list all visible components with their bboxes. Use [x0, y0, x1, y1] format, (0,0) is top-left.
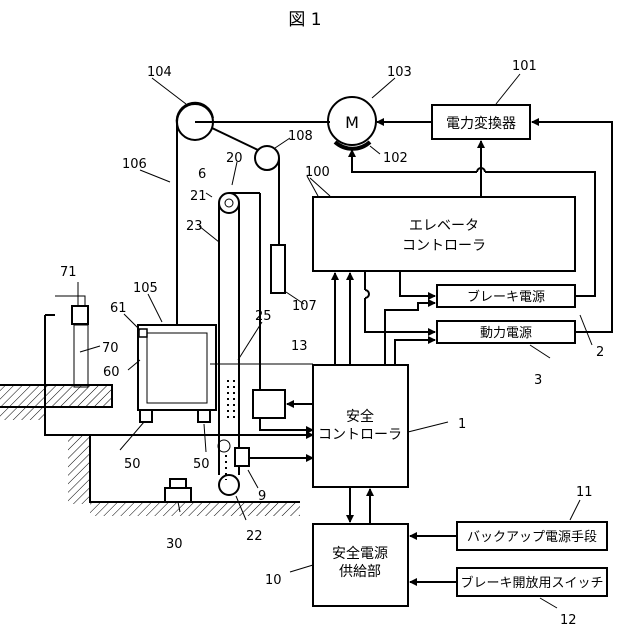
brake-release-switch-label: ブレーキ開放用スイッチ	[460, 575, 603, 591]
ref-6: 6	[198, 167, 206, 182]
ref-2: 2	[596, 345, 604, 360]
motor-label: M	[345, 113, 359, 132]
power-converter-label: 電力変換器	[446, 115, 516, 132]
motive-power-label: 動力電源	[480, 326, 532, 341]
car-safety-gear-right	[198, 410, 210, 422]
ref-105: 105	[133, 281, 158, 296]
ref-101: 101	[512, 59, 537, 74]
car-safety-gear-left	[140, 410, 152, 422]
ref-1: 1	[458, 417, 466, 432]
elevator-controller-label-1: エレベータ	[409, 218, 479, 234]
ref-71: 71	[60, 265, 77, 280]
ref-30: 30	[166, 537, 183, 552]
ref-23: 23	[186, 219, 203, 234]
ref-13: 13	[291, 339, 308, 354]
ref-21: 21	[190, 189, 207, 204]
landing-door-sensor	[72, 306, 88, 324]
ref-108: 108	[288, 129, 313, 144]
equipment-13	[253, 390, 285, 418]
elevator-car	[138, 325, 216, 410]
ref-20: 20	[226, 151, 243, 166]
ref-104: 104	[147, 65, 172, 80]
ref-12: 12	[560, 613, 577, 628]
ref-9: 9	[258, 489, 266, 504]
pit-sensor	[235, 448, 249, 466]
ref-60: 60	[103, 365, 120, 380]
brake-power-label: ブレーキ電源	[467, 289, 545, 305]
ref-22: 22	[246, 529, 263, 544]
safety-controller-label-1: 安全	[346, 408, 374, 425]
ref-11: 11	[576, 485, 593, 500]
backup-power-label: バックアップ電源手段	[467, 530, 597, 545]
figure-title: 図 1	[288, 10, 321, 30]
elevator-controller-label-2: コントローラ	[402, 238, 486, 254]
counterweight	[271, 245, 285, 293]
ref-50-right: 50	[193, 457, 210, 472]
elevator-controller-box	[313, 197, 575, 271]
ref-3: 3	[534, 373, 542, 388]
ref-100: 100	[305, 165, 330, 180]
safety-controller-box	[313, 365, 408, 487]
safety-controller-label-2: コントローラ	[318, 427, 402, 443]
ref-25: 25	[255, 309, 272, 324]
car-door-sensor	[139, 329, 147, 337]
ref-70: 70	[102, 341, 119, 356]
pit-buffer	[165, 479, 191, 502]
safety-power-supply-label-1: 安全電源	[332, 545, 388, 562]
safety-power-supply-label-2: 供給部	[339, 564, 381, 580]
ref-102: 102	[383, 151, 408, 166]
ref-61: 61	[110, 301, 127, 316]
ref-106: 106	[122, 157, 147, 172]
counterweight-sheave	[255, 146, 279, 170]
tension-pulley	[219, 475, 239, 495]
ref-107: 107	[292, 299, 317, 314]
ref-50-left: 50	[124, 457, 141, 472]
ref-103: 103	[387, 65, 412, 80]
ref-10: 10	[265, 573, 282, 588]
governor-pulley	[219, 193, 239, 213]
